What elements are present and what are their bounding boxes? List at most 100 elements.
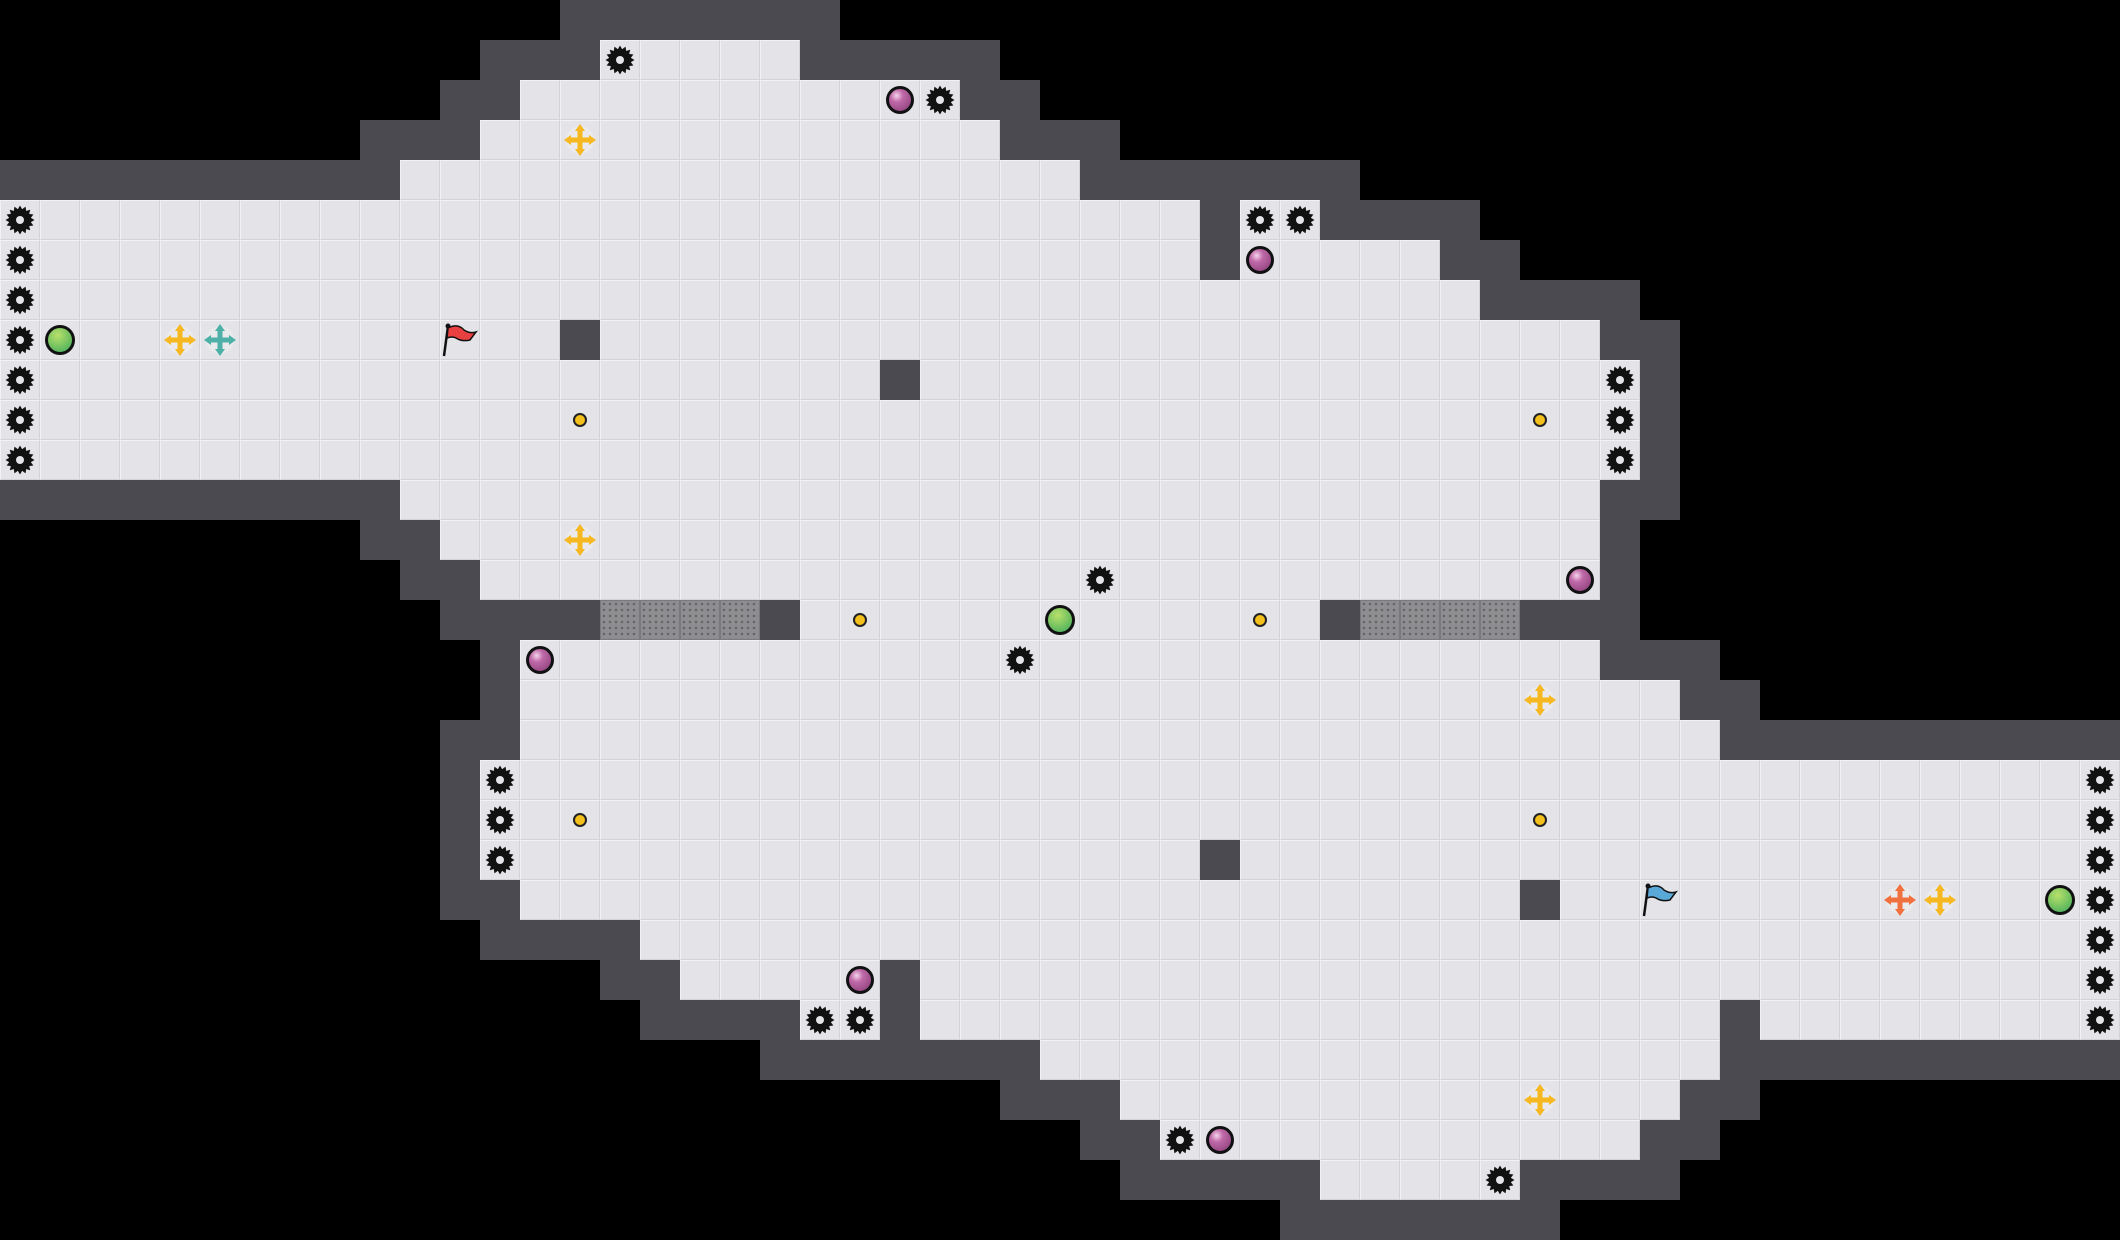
floor-tile xyxy=(760,800,800,840)
floor-tile xyxy=(1000,680,1040,720)
floor-tile xyxy=(1800,960,1840,1000)
floor-tile xyxy=(760,840,800,880)
floor-tile xyxy=(2040,960,2080,1000)
wall-tile xyxy=(1960,1040,2000,1080)
floor-tile xyxy=(560,880,600,920)
floor-tile xyxy=(1640,1040,1680,1080)
wall-tile xyxy=(880,960,920,1000)
floor-tile xyxy=(160,400,200,440)
floor-tile xyxy=(800,680,840,720)
floor-tile xyxy=(80,400,120,440)
floor-tile xyxy=(1400,880,1440,920)
floor-tile xyxy=(1560,640,1600,680)
floor-tile xyxy=(1720,800,1760,840)
floor-tile xyxy=(1080,680,1120,720)
floor-tile xyxy=(640,560,680,600)
floor-tile xyxy=(520,160,560,200)
floor-tile xyxy=(760,920,800,960)
wall-tile xyxy=(1160,160,1200,200)
floor-tile xyxy=(1160,520,1200,560)
floor-tile xyxy=(1160,920,1200,960)
floor-tile xyxy=(1120,560,1160,600)
spike-icon xyxy=(1240,200,1280,240)
floor-tile xyxy=(1120,1080,1160,1120)
floor-tile xyxy=(1160,480,1200,520)
wall-tile xyxy=(440,120,480,160)
floor-tile xyxy=(1920,960,1960,1000)
floor-tile xyxy=(240,360,280,400)
floor-tile xyxy=(1360,680,1400,720)
floor-tile xyxy=(1360,880,1400,920)
floor-tile xyxy=(440,160,480,200)
floor-tile xyxy=(1440,1040,1480,1080)
floor-tile xyxy=(1480,1080,1520,1120)
floor-tile xyxy=(1800,800,1840,840)
wall-tile xyxy=(1640,400,1680,440)
wall-tile xyxy=(1440,200,1480,240)
floor-tile xyxy=(840,440,880,480)
floor-tile xyxy=(1480,920,1520,960)
wall-tile xyxy=(1640,440,1680,480)
button-icon xyxy=(840,600,880,640)
floor-tile xyxy=(1080,920,1120,960)
floor-tile xyxy=(200,400,240,440)
floor-tile xyxy=(1280,640,1320,680)
floor-tile xyxy=(1040,440,1080,480)
wall-tile xyxy=(640,1000,680,1040)
floor-tile xyxy=(1120,520,1160,560)
floor-tile xyxy=(640,160,680,200)
floor-tile xyxy=(1880,960,1920,1000)
floor-tile xyxy=(800,120,840,160)
floor-tile xyxy=(640,480,680,520)
floor-tile xyxy=(1080,720,1120,760)
floor-tile xyxy=(1880,1000,1920,1040)
floor-tile xyxy=(720,160,760,200)
floor-tile xyxy=(1240,840,1280,880)
floor-tile xyxy=(1320,760,1360,800)
floor-tile xyxy=(440,200,480,240)
wall-tile xyxy=(480,600,520,640)
wall-tile xyxy=(1760,720,1800,760)
floor-tile xyxy=(1520,520,1560,560)
spike-icon xyxy=(0,200,40,240)
floor-tile xyxy=(1600,800,1640,840)
floor-tile xyxy=(1520,760,1560,800)
floor-tile xyxy=(1520,1000,1560,1040)
floor-tile xyxy=(640,520,680,560)
floor-tile xyxy=(840,800,880,840)
floor-tile xyxy=(280,240,320,280)
floor-tile xyxy=(1320,240,1360,280)
floor-tile xyxy=(80,440,120,480)
floor-tile xyxy=(680,720,720,760)
floor-tile xyxy=(400,200,440,240)
floor-tile xyxy=(720,480,760,520)
floor-tile xyxy=(1160,1000,1200,1040)
spike-icon xyxy=(480,760,520,800)
floor-tile xyxy=(2040,920,2080,960)
blue-flag-icon xyxy=(1640,880,1680,920)
blue-boost-icon xyxy=(1880,880,1920,920)
floor-tile xyxy=(360,400,400,440)
floor-tile xyxy=(1480,760,1520,800)
gate-tile xyxy=(600,600,640,640)
floor-tile xyxy=(640,760,680,800)
floor-tile xyxy=(680,200,720,240)
floor-tile xyxy=(1480,680,1520,720)
wall-tile xyxy=(880,40,920,80)
floor-tile xyxy=(480,160,520,200)
floor-tile xyxy=(280,280,320,320)
floor-tile xyxy=(1120,360,1160,400)
floor-tile xyxy=(1280,440,1320,480)
wall-tile xyxy=(1320,1200,1360,1240)
floor-tile xyxy=(1760,800,1800,840)
floor-tile xyxy=(1560,1040,1600,1080)
wall-tile xyxy=(1120,1160,1160,1200)
floor-tile xyxy=(80,320,120,360)
floor-tile xyxy=(520,520,560,560)
floor-tile xyxy=(1560,520,1600,560)
wall-tile xyxy=(1600,480,1640,520)
floor-tile xyxy=(1480,800,1520,840)
spike-icon xyxy=(2080,1000,2120,1040)
floor-tile xyxy=(1120,320,1160,360)
floor-tile xyxy=(1040,760,1080,800)
